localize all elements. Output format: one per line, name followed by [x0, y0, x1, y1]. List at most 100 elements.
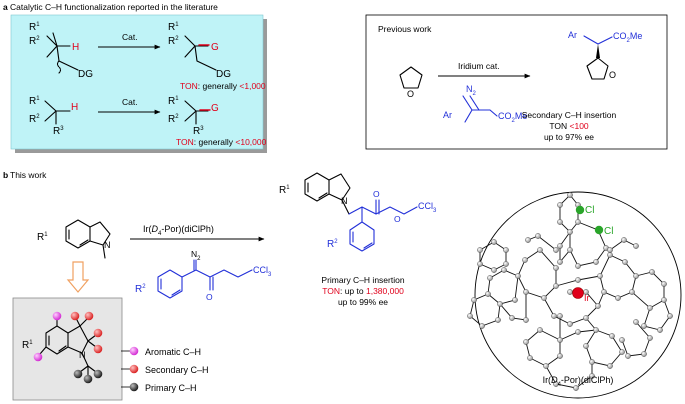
thf-ring [399, 66, 423, 89]
crystal-atom [567, 192, 573, 198]
crystal-atom [647, 335, 653, 341]
svg-text:O: O [206, 292, 213, 302]
crystal-atom [575, 263, 581, 269]
crystal-atom [567, 247, 573, 253]
crystal-atom [619, 349, 625, 355]
svg-text:Ar: Ar [568, 30, 577, 40]
crystal-atom [661, 281, 667, 287]
crystal-atom [567, 229, 573, 235]
crystal-atom [567, 321, 573, 327]
svg-text:R3: R3 [193, 126, 204, 137]
crystal-atom [485, 291, 491, 297]
crystal-atom [633, 319, 639, 325]
crystal-atom [657, 327, 663, 333]
crystal-atom [649, 269, 655, 275]
crystal-atom [491, 267, 497, 273]
crystal-atom [622, 259, 628, 265]
crystal-atom [541, 295, 547, 301]
svg-text:CCl3: CCl3 [418, 201, 437, 214]
svg-text:Cl: Cl [585, 205, 594, 216]
crystal-atom [503, 247, 509, 253]
svg-text:CO2Me: CO2Me [498, 111, 527, 124]
crystal-atom [557, 353, 563, 359]
directing-group: DG [78, 69, 93, 80]
crystal-atom [491, 239, 497, 245]
svg-text:Iridium cat.: Iridium cat. [458, 61, 500, 71]
crystal-atom [543, 363, 549, 369]
svg-text:R2: R2 [327, 239, 338, 250]
reacting-h: H [72, 42, 79, 53]
aromatic-marker-icon [129, 346, 139, 356]
crystal-atom [557, 219, 563, 225]
site-model: R1 N [22, 311, 103, 384]
svg-text:N: N [79, 350, 86, 360]
catalyst-label: Ir(D4-Por)(diClPh) [143, 224, 214, 237]
crystal-atom [467, 313, 473, 319]
svg-text:H: H [71, 102, 78, 113]
literature-panel [10, 14, 264, 150]
literature-reaction-1: R1 R2 H DG Cat. R1 R2 G DG TON: generall… [29, 22, 266, 91]
crystal-atom [471, 297, 477, 303]
crystal-atom [633, 273, 639, 279]
svg-text:O: O [407, 89, 414, 99]
secondary-marker-icon [129, 364, 139, 374]
crystal-atom [609, 333, 615, 339]
svg-text:R2: R2 [168, 114, 179, 125]
crystal-atom [575, 329, 581, 335]
crystal-atom [512, 297, 518, 303]
svg-text:R1: R1 [29, 22, 40, 33]
svg-text:R1: R1 [168, 22, 179, 33]
svg-text:N: N [341, 196, 348, 206]
svg-text:This work: This work [10, 170, 47, 180]
crystal-atom [527, 355, 533, 361]
legend-aromatic: Aromatic C–H [145, 347, 201, 357]
crystal-atom [625, 353, 631, 359]
crystal-atom [633, 243, 639, 249]
crystal-atom [523, 339, 529, 345]
aryl-diazoester: N2 R2 O CCl3 [135, 249, 272, 302]
svg-text:O: O [394, 214, 401, 224]
crystal-atom [641, 323, 647, 329]
previous-work-box: Previous work O Iridium cat. N2 Ar CO2Me… [365, 14, 668, 150]
crystal-atom [621, 237, 627, 243]
crystal-atom [629, 289, 635, 295]
svg-text:R2: R2 [29, 114, 40, 125]
crystal-atom [575, 277, 581, 283]
part-a-header: a Catalytic C–H functionalization report… [3, 2, 218, 12]
crystal-atom [515, 273, 521, 279]
crystal-atom [525, 237, 531, 243]
crystal-atom [487, 275, 493, 281]
crystal-atom [607, 363, 613, 369]
crystal-atom [573, 385, 579, 391]
crystal-structure: Cl Cl Ir Ir(D4-Por)(diClPh) [467, 191, 682, 399]
svg-text:Secondary C–H insertion: Secondary C–H insertion [522, 110, 617, 120]
crystal-atom [557, 202, 563, 208]
svg-text:TON: up to 1,380,000: TON: up to 1,380,000 [322, 286, 404, 296]
crystal-atom [583, 315, 589, 321]
svg-text:R2: R2 [168, 36, 179, 47]
iridium-atom-icon [572, 287, 584, 299]
crystal-atom [537, 247, 543, 253]
crystal-atom [607, 247, 613, 253]
part-b-header: b This work [3, 170, 47, 180]
crystal-atom [619, 337, 625, 343]
crystal-atom [495, 317, 501, 323]
crystal-atom [593, 327, 599, 333]
crystal-atom [551, 313, 557, 319]
crystal-atom [607, 252, 613, 258]
svg-text:R1: R1 [279, 185, 290, 196]
svg-text:N2: N2 [191, 249, 201, 262]
crystal-atom [589, 373, 595, 379]
crystal-atom [661, 297, 667, 303]
svg-text:up to 97% ee: up to 97% ee [544, 132, 594, 142]
crystal-atom [641, 351, 647, 357]
svg-text:Cl: Cl [604, 226, 613, 237]
crystal-atom [523, 289, 529, 295]
ch-site-legend: Aromatic C–H Secondary C–H Primary C–H [121, 346, 209, 393]
crystal-atom [535, 233, 541, 239]
crystal-atom [597, 273, 603, 279]
crystal-atom [537, 327, 543, 333]
svg-text:DG: DG [216, 69, 231, 80]
